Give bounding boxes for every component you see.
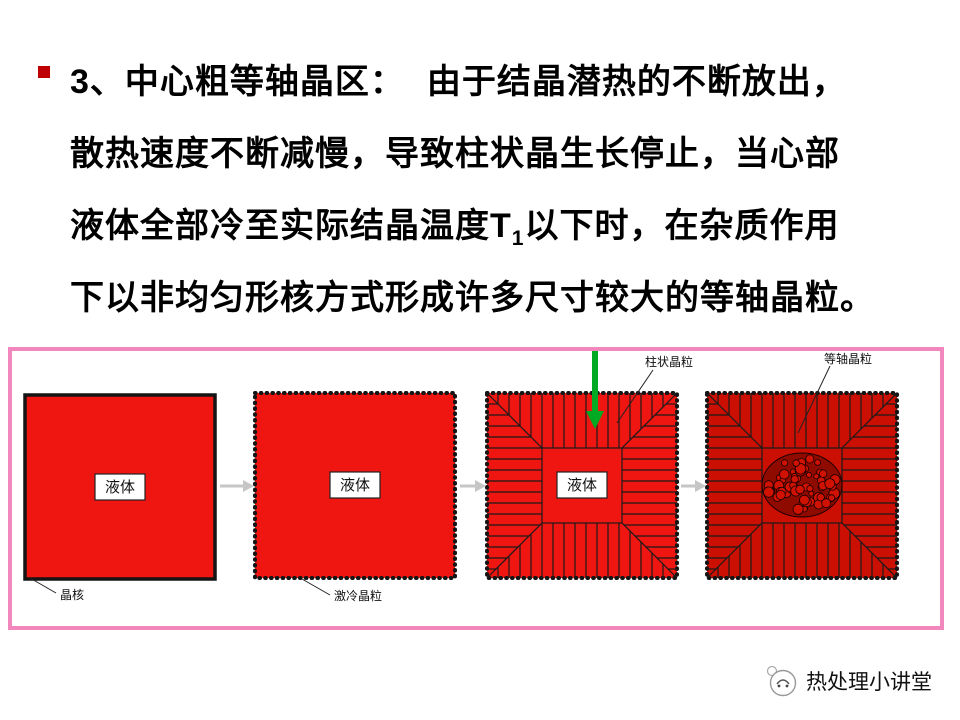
line1-rest-text: 由于结晶潜热的不断放出， [426,63,847,101]
watermark: 热处理小讲堂 [764,664,932,698]
callout-leader-line [29,577,57,594]
columnar-grain-lines [706,392,898,579]
callout-leader-line [301,578,331,596]
body-text-block: 3、中心粗等轴晶区： 由于结晶潜热的不断放出， 散热速度不断减慢，导致柱状晶生长停… [70,46,938,334]
watermark-text: 热处理小讲堂 [806,671,932,694]
nucleus-callout-label: 晶核 [60,588,84,602]
liquid-label-1: 液体 [105,478,135,496]
bullet-square-icon [38,66,50,78]
green-arrow-icon [586,351,604,429]
text-line-3: 液体全部冷至实际结晶温度T1以下时，在杂质作用 [70,190,938,262]
line3-subscript: 1 [511,226,525,250]
equiaxed-grain-dots [763,454,841,515]
line3-after-sub: 以下时，在杂质作用 [524,207,840,245]
stage1-all-liquid: 液体 [23,393,217,581]
diagram-panel: 液体 液体 液体 [8,347,944,630]
equiaxed-callout-label: 等轴晶粒 [824,351,872,366]
stage2-chilled-grains: 液体 [253,391,457,580]
text-line-4: 下以非均匀形核方式形成许多尺寸较大的等轴晶粒。 [70,279,875,317]
callouts: 晶核 激冷晶粒 柱状晶粒 等轴晶粒 [29,351,872,603]
liquid-label-3: 液体 [567,476,597,494]
text-line-2: 散热速度不断减慢，导致柱状晶生长停止，当心部 [70,135,840,173]
columnar-callout-label: 柱状晶粒 [645,354,693,369]
callout-leader-line [797,365,831,434]
crystallization-stages-figure: 液体 液体 液体 [23,351,899,603]
stage3-columnar-grains: 液体 [485,391,679,580]
channel-logo-icon [766,665,797,697]
text-line-1: 3、中心粗等轴晶区： 由于结晶潜热的不断放出， [70,46,938,118]
heading-text: 3、中心粗等轴晶区： [70,63,405,101]
stage4-equiaxed-grains [705,391,899,580]
chilled-callout-label: 激冷晶粒 [334,588,382,603]
liquid-label-2: 液体 [340,476,370,494]
columnar-grain-lines [486,392,678,579]
line3-before-sub: 液体全部冷至实际结晶温度T [70,207,512,245]
callout-leader-line [616,369,654,424]
stage-arrow-icon [220,480,706,492]
